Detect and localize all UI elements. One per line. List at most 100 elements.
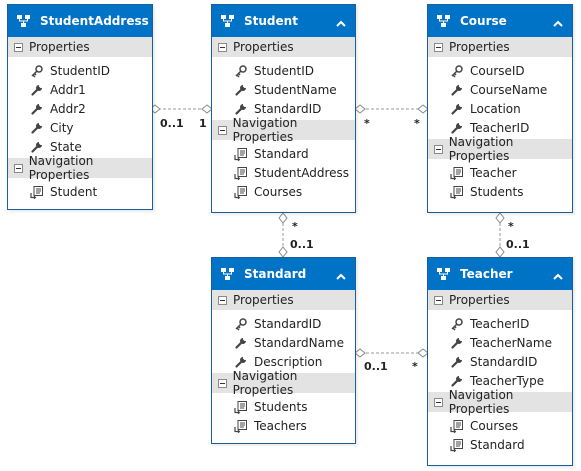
wrench-icon xyxy=(450,83,464,97)
properties-section-header[interactable]: Properties xyxy=(428,37,572,57)
property-name: Addr1 xyxy=(50,82,86,97)
navigation-name: Teachers xyxy=(254,418,307,433)
key-icon xyxy=(234,317,248,331)
navigation-item[interactable]: Courses xyxy=(428,416,572,435)
navigation-icon xyxy=(450,419,464,433)
property-item[interactable]: CourseID xyxy=(428,61,572,80)
property-item[interactable]: StandardID xyxy=(428,352,572,371)
property-item[interactable]: StandardName xyxy=(212,333,355,352)
wrench-icon xyxy=(450,374,464,388)
collapse-toggle-icon[interactable] xyxy=(434,397,443,407)
navigation-name: Standard xyxy=(254,146,309,161)
property-item[interactable]: TeacherType xyxy=(428,371,572,390)
collapse-toggle-icon[interactable] xyxy=(218,42,227,52)
wrench-icon xyxy=(450,355,464,369)
property-item[interactable]: StudentName xyxy=(212,80,355,99)
multiplicity-label: * xyxy=(414,117,420,130)
entity-title: Student xyxy=(244,14,298,28)
chevron-up-icon[interactable] xyxy=(552,268,564,280)
navigation-icon xyxy=(450,185,464,199)
navigation-icon xyxy=(450,438,464,452)
property-item[interactable]: StudentID xyxy=(8,61,152,80)
navigation-item[interactable]: Teachers xyxy=(212,416,355,435)
chevron-up-icon[interactable] xyxy=(552,15,564,27)
diamond-end xyxy=(278,212,288,224)
property-item[interactable]: Location xyxy=(428,99,572,118)
navigation-section-header[interactable]: Navigation Properties xyxy=(428,388,572,416)
property-item[interactable]: Addr1 xyxy=(8,80,152,99)
navigation-name: StudentAddress xyxy=(254,165,350,180)
properties-section-header[interactable]: Properties xyxy=(212,37,355,57)
navigation-icon xyxy=(450,166,464,180)
navigation-name: Student xyxy=(50,184,98,199)
navigation-item[interactable]: Student xyxy=(8,182,152,201)
key-icon xyxy=(450,64,464,78)
navigation-item[interactable]: Courses xyxy=(212,182,355,201)
property-item[interactable]: TeacherName xyxy=(428,333,572,352)
entity-header[interactable]: Teacher xyxy=(428,258,572,290)
entity-header[interactable]: Student xyxy=(212,5,355,37)
key-icon xyxy=(234,64,248,78)
navigation-icon xyxy=(30,185,44,199)
collapse-toggle-icon[interactable] xyxy=(218,378,227,388)
navigation-name: Courses xyxy=(254,184,303,199)
property-name: TeacherType xyxy=(470,373,545,388)
properties-section-header[interactable]: Properties xyxy=(8,37,152,57)
navigation-item[interactable]: Teacher xyxy=(428,163,572,182)
properties-section-header[interactable]: Properties xyxy=(428,290,572,310)
navigation-section-header[interactable]: Navigation Properties xyxy=(212,116,355,144)
collapse-toggle-icon[interactable] xyxy=(434,295,443,305)
property-item[interactable]: TeacherID xyxy=(428,118,572,137)
navigation-list: Student xyxy=(8,178,152,203)
navigation-section-header[interactable]: Navigation Properties xyxy=(428,135,572,163)
property-item[interactable]: StandardID xyxy=(212,99,355,118)
property-item[interactable]: StandardID xyxy=(212,314,355,333)
navigation-section-header[interactable]: Navigation Properties xyxy=(212,369,355,397)
property-name: TeacherName xyxy=(470,335,552,350)
navigation-item[interactable]: Students xyxy=(212,397,355,416)
entity-header[interactable]: StudentAddress xyxy=(8,5,160,39)
entity-icon xyxy=(436,266,452,282)
collapse-toggle-icon[interactable] xyxy=(218,295,227,305)
property-name: StandardName xyxy=(254,335,344,350)
section-label: Navigation Properties xyxy=(232,116,298,144)
navigation-item[interactable]: StudentAddress xyxy=(212,163,355,182)
diamond-end xyxy=(495,246,505,258)
property-name: TeacherID xyxy=(470,120,530,135)
entity-header[interactable]: Course xyxy=(428,5,572,37)
chevron-up-icon[interactable] xyxy=(335,268,347,280)
navigation-item[interactable]: Students xyxy=(428,182,572,201)
property-item[interactable]: TeacherID xyxy=(428,314,572,333)
entity-header[interactable]: Standard xyxy=(212,258,355,290)
property-name: CourseName xyxy=(470,82,548,97)
properties-section-header[interactable]: Properties xyxy=(212,290,355,310)
chevron-up-icon[interactable] xyxy=(335,15,347,27)
property-item[interactable]: State xyxy=(8,137,152,156)
property-item[interactable]: StudentID xyxy=(212,61,355,80)
property-item[interactable]: City xyxy=(8,118,152,137)
collapse-toggle-icon[interactable] xyxy=(434,42,443,52)
collapse-toggle-icon[interactable] xyxy=(14,42,23,52)
multiplicity-label: * xyxy=(508,220,514,233)
property-item[interactable]: CourseName xyxy=(428,80,572,99)
wrench-icon xyxy=(450,121,464,135)
navigation-item[interactable]: Standard xyxy=(428,435,572,454)
property-name: City xyxy=(50,120,74,135)
property-item[interactable]: Addr2 xyxy=(8,99,152,118)
entity-icon xyxy=(16,13,32,29)
navigation-item[interactable]: Standard xyxy=(212,144,355,163)
collapse-toggle-icon[interactable] xyxy=(434,144,443,154)
collapse-toggle-icon[interactable] xyxy=(218,125,227,135)
multiplicity-label: 1 xyxy=(199,117,207,130)
property-item[interactable]: Description xyxy=(212,352,355,371)
collapse-toggle-icon[interactable] xyxy=(14,163,23,173)
navigation-section-header[interactable]: Navigation Properties xyxy=(8,154,152,182)
